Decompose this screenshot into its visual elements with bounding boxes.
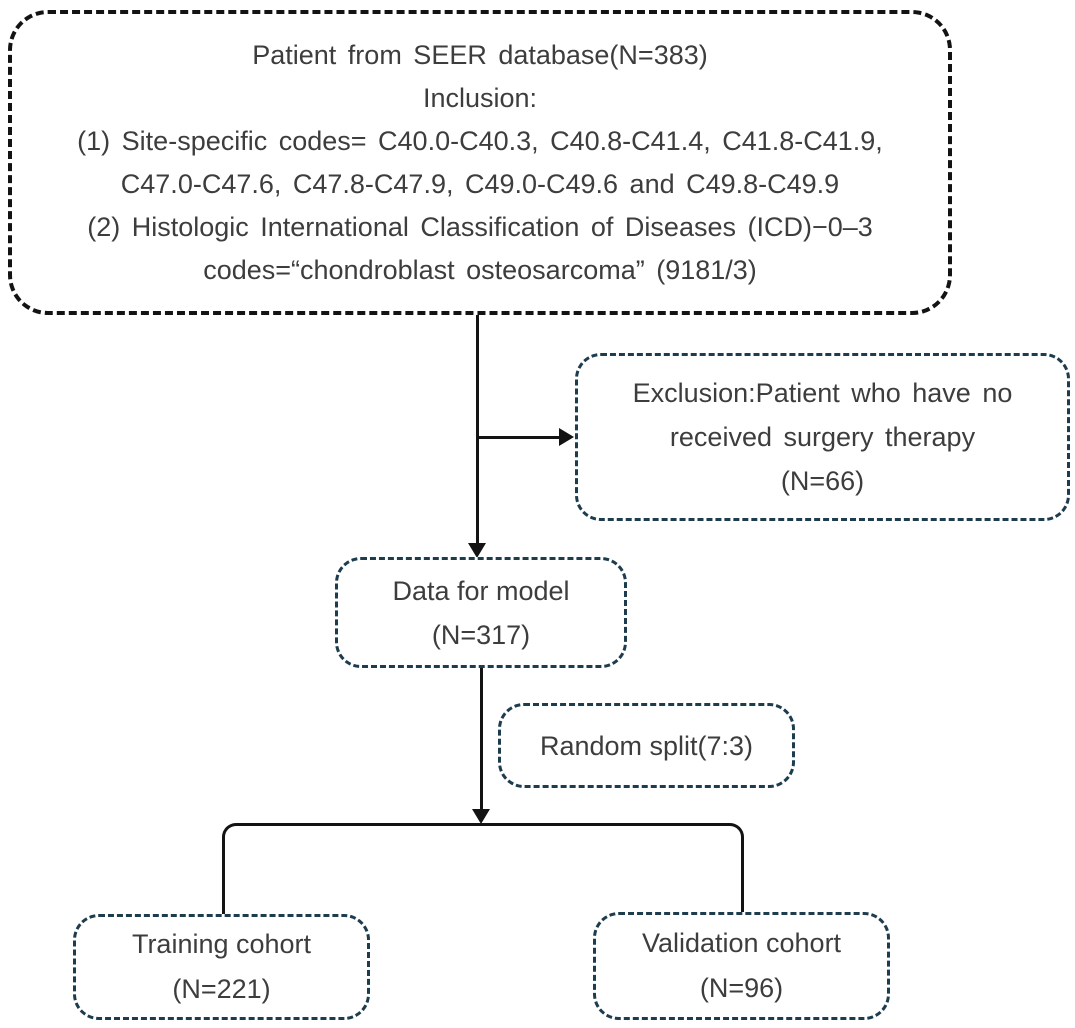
connector-model-to-split (480, 668, 483, 811)
exclusion-box-line: (N=66) (780, 466, 865, 496)
training-box-line: (N=221) (172, 974, 271, 1004)
validation-box-line: (N=96) (699, 973, 784, 1003)
arrow-right-icon (559, 428, 574, 446)
connector-seer-to-model (476, 315, 479, 545)
seer-box-line: Inclusion: (422, 82, 538, 113)
random-split-box: Random split(7:3) (498, 703, 795, 788)
split-bridge-connector (222, 823, 744, 918)
validation-cohort-box: Validation cohort (N=96) (593, 912, 890, 1020)
arrow-down-icon (468, 543, 486, 558)
exclusion-box-line: Exclusion:Patient who have no (632, 378, 1013, 408)
seer-box-line: codes=“chondroblast osteosarcoma” (9181/… (203, 254, 757, 285)
connector-to-exclusion (477, 436, 560, 439)
data-for-model-box: Data for model (N=317) (335, 557, 627, 668)
exclusion-box: Exclusion:Patient who have no received s… (575, 353, 1070, 521)
arrow-down-icon (472, 809, 490, 824)
seer-box-line: (2) Histologic International Classificat… (87, 211, 873, 242)
validation-box-line: Validation cohort (641, 928, 842, 958)
model-box-line: (N=317) (431, 619, 531, 650)
seer-box-line: C47.0-C47.6, C47.8-C47.9, C49.0-C49.6 an… (120, 168, 840, 199)
training-box-line: Training cohort (131, 929, 312, 959)
seer-box-line: Patient from SEER database(N=383) (252, 39, 708, 70)
training-cohort-box: Training cohort (N=221) (73, 914, 370, 1020)
split-box-line: Random split(7:3) (539, 730, 754, 761)
seer-inclusion-box: Patient from SEER database(N=383) Inclus… (8, 10, 952, 315)
model-box-line: Data for model (392, 575, 570, 606)
seer-box-line: (1) Site-specific codes= C40.0-C40.3, C4… (77, 125, 883, 156)
exclusion-box-line: received surgery therapy (669, 422, 976, 452)
